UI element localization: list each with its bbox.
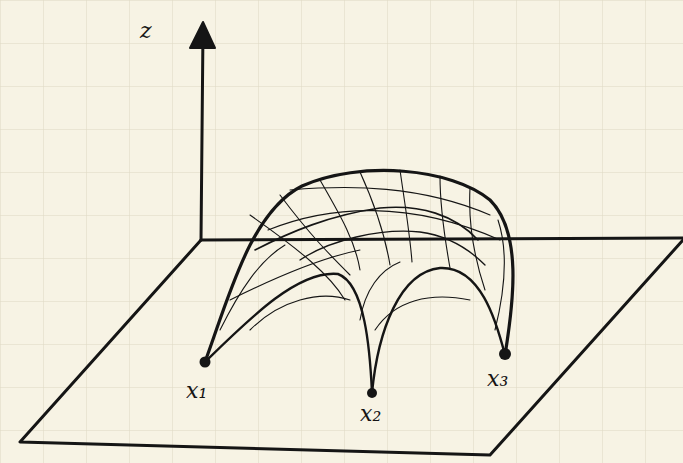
point-label: x₃ (487, 368, 508, 390)
point-label: x₂ (360, 403, 381, 425)
axis-label: z (140, 20, 152, 42)
point-label: x₁ (186, 380, 207, 402)
